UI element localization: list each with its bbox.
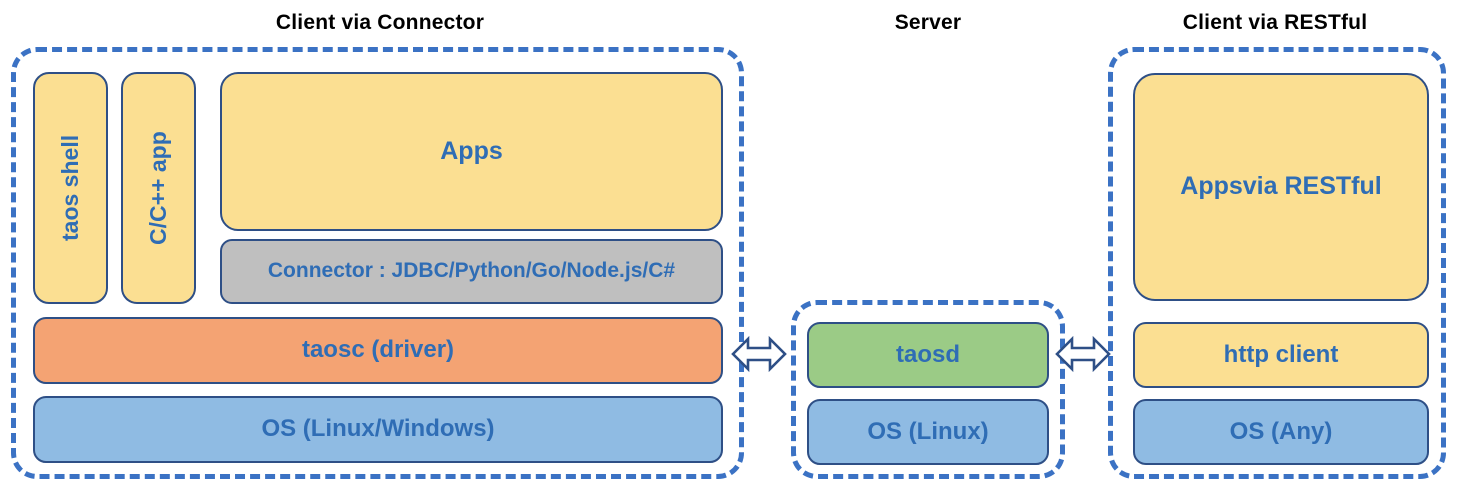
box-connector-libraries[interactable]: Connector : JDBC/Python/Go/Node.js/C#: [220, 239, 723, 304]
box-taosd[interactable]: taosd: [807, 322, 1049, 388]
panel-server: [791, 300, 1065, 479]
box-taos-shell[interactable]: taos shell: [33, 72, 108, 304]
box-apps-via-restful-line1: Apps: [1180, 172, 1243, 201]
box-os-linux-windows[interactable]: OS (Linux/Windows): [33, 396, 723, 463]
box-os-linux[interactable]: OS (Linux): [807, 399, 1049, 465]
box-taosc-driver[interactable]: taosc (driver): [33, 317, 723, 384]
box-os-any[interactable]: OS (Any): [1133, 399, 1429, 465]
box-http-client[interactable]: http client: [1133, 322, 1429, 388]
section-title-client-via-connector: Client via Connector: [275, 11, 485, 34]
section-title-client-via-restful: Client via RESTful: [1182, 11, 1368, 34]
section-title-server: Server: [894, 11, 962, 34]
panel-client-via-restful: [1108, 47, 1446, 479]
panel-client-via-connector: [11, 47, 744, 479]
double-arrow-icon-connector-to-server: [731, 331, 787, 377]
double-arrow-icon-server-to-restful: [1055, 331, 1111, 377]
box-c-cpp-app[interactable]: C/C++ app: [121, 72, 196, 304]
box-apps-via-restful[interactable]: Apps via RESTful: [1133, 73, 1429, 301]
box-apps[interactable]: Apps: [220, 72, 723, 231]
box-apps-via-restful-line2: via RESTful: [1242, 172, 1382, 201]
